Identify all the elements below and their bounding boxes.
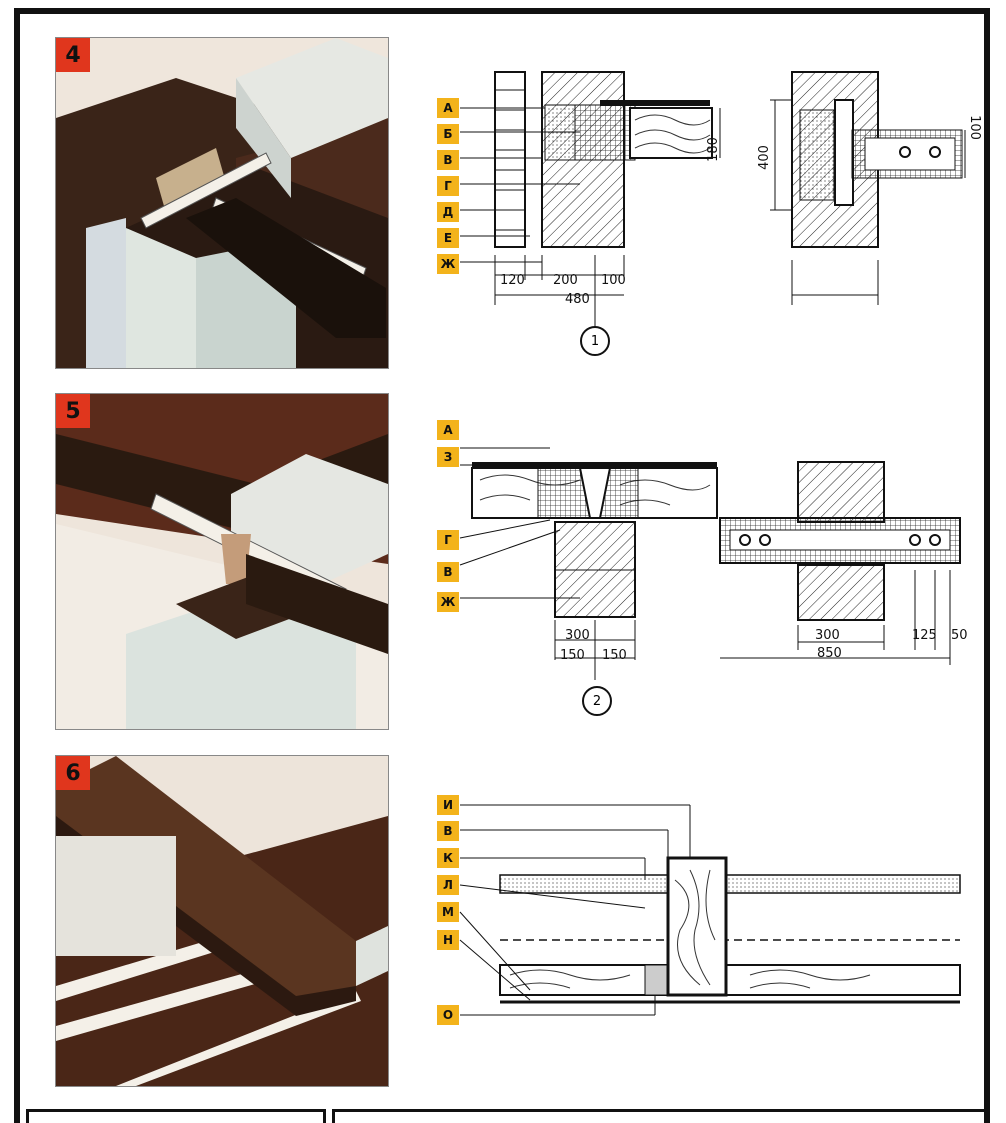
detail-marker-1: 1 bbox=[580, 326, 610, 356]
dim-100-right: 100 bbox=[966, 115, 982, 140]
dim-125: 125 bbox=[912, 628, 937, 643]
dim-150-a: 150 bbox=[560, 648, 585, 663]
illustration-5: 5 bbox=[55, 393, 389, 730]
iso-drawing-6 bbox=[56, 756, 388, 1086]
dim-180: 180 bbox=[705, 137, 721, 162]
label-g-5: Г bbox=[437, 530, 459, 550]
dim-150-b: 150 bbox=[602, 648, 627, 663]
dim-50: 50 bbox=[951, 628, 968, 643]
footer-frame bbox=[14, 1103, 990, 1123]
label-i-6: И bbox=[437, 795, 459, 815]
footer-cell-right bbox=[332, 1109, 990, 1123]
dim-200: 200 bbox=[553, 273, 578, 288]
footer-cell-left bbox=[26, 1109, 326, 1123]
label-v-6: В bbox=[437, 821, 459, 841]
label-k-6: К bbox=[437, 848, 459, 868]
dim-400: 400 bbox=[756, 145, 772, 170]
label-v-4: В bbox=[437, 150, 459, 170]
label-zh-4: Ж bbox=[437, 254, 459, 274]
label-n-6: Н bbox=[437, 930, 459, 950]
panel-number-4: 4 bbox=[56, 38, 90, 72]
section-drawing-6 bbox=[459, 804, 961, 1016]
dim-100: 100 bbox=[601, 273, 626, 288]
dim-300-left: 300 bbox=[565, 628, 590, 643]
dim-850: 850 bbox=[817, 646, 842, 661]
iso-drawing-5 bbox=[56, 394, 388, 729]
label-g-4: Г bbox=[437, 176, 459, 196]
illustration-6: 6 bbox=[55, 755, 389, 1087]
panel-number-6: 6 bbox=[56, 756, 90, 790]
label-a-5: А bbox=[437, 420, 459, 440]
section-drawing-4 bbox=[460, 71, 966, 328]
label-zh-5: Ж bbox=[437, 592, 459, 612]
label-b-4: Б bbox=[437, 124, 459, 144]
label-o-6: О bbox=[437, 1005, 459, 1025]
label-d-4: Д bbox=[437, 202, 459, 222]
dim-480: 480 bbox=[565, 292, 590, 307]
label-e-4: Е bbox=[437, 228, 459, 248]
outer-frame bbox=[14, 8, 990, 1123]
panel-number-5: 5 bbox=[56, 394, 90, 428]
label-a-4: А bbox=[437, 98, 459, 118]
section-drawing-5 bbox=[459, 447, 961, 680]
label-z-5: З bbox=[437, 447, 459, 467]
dim-300-right: 300 bbox=[815, 628, 840, 643]
label-m-6: М bbox=[437, 902, 459, 922]
illustration-4: 4 bbox=[55, 37, 389, 369]
detail-marker-2: 2 bbox=[582, 686, 612, 716]
label-l-6: Л bbox=[437, 875, 459, 895]
dim-120: 120 bbox=[500, 273, 525, 288]
iso-drawing-4 bbox=[56, 38, 388, 368]
label-v-5: В bbox=[437, 562, 459, 582]
